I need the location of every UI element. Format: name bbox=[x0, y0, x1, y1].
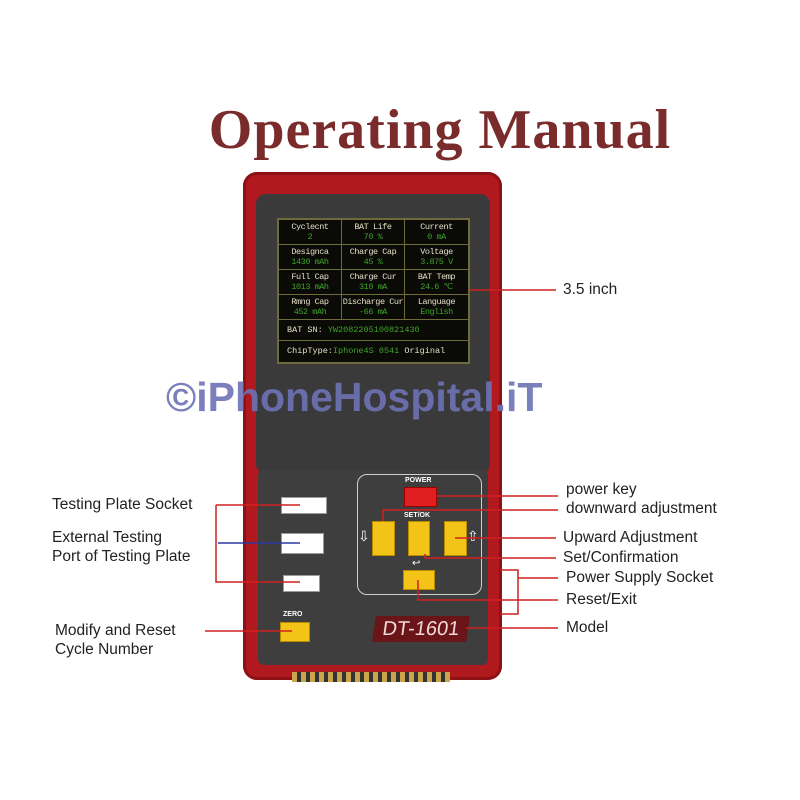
cell-value: 2 bbox=[307, 232, 313, 242]
power-button[interactable] bbox=[404, 487, 437, 507]
chip-label: ChipType: bbox=[287, 346, 333, 356]
chip-code: 0541 bbox=[378, 346, 400, 356]
callout-set: Set/Confirmation bbox=[563, 549, 679, 566]
cell-label: Designca bbox=[291, 247, 329, 257]
cell-label: Discharge Cur bbox=[342, 297, 404, 307]
chip-status: Original bbox=[404, 346, 446, 356]
callout-reset: Reset/Exit bbox=[566, 591, 637, 608]
screen-cell: Discharge Cur-66 mA bbox=[341, 295, 405, 320]
cell-label: Charge Cur bbox=[349, 272, 397, 282]
callout-supply: Power Supply Socket bbox=[566, 569, 714, 586]
cell-value: 452 mAh bbox=[293, 307, 327, 317]
callout-up: Upward Adjustment bbox=[563, 529, 698, 546]
cell-value: 310 mA bbox=[359, 282, 387, 292]
chip-row: ChipType:Iphone4S 0541 Original bbox=[279, 341, 468, 362]
callout-model: Model bbox=[566, 619, 609, 636]
cell-value: 3.875 V bbox=[420, 257, 453, 267]
cell-value: 70 % bbox=[363, 232, 383, 242]
cell-label: BAT Temp bbox=[417, 272, 456, 282]
sn-label: BAT SN: bbox=[287, 325, 323, 335]
callout-zero-1: Modify and Reset bbox=[55, 622, 176, 639]
callout-power-key: power key bbox=[566, 481, 637, 498]
callout-down: downward adjustment bbox=[566, 500, 717, 517]
cell-label: Full Cap bbox=[291, 272, 329, 282]
arrow-down-icon: ⇩ bbox=[358, 528, 370, 544]
page-title: Operating Manual bbox=[208, 99, 672, 161]
cell-value: -66 mA bbox=[359, 307, 387, 317]
callout-zero-2: Cycle Number bbox=[55, 641, 154, 658]
testing-plate-socket-2 bbox=[283, 575, 320, 592]
set-ok-button[interactable] bbox=[408, 521, 430, 556]
down-button[interactable] bbox=[372, 521, 395, 556]
power-label: POWER bbox=[405, 477, 432, 484]
cell-value: 1430 mAh bbox=[291, 257, 329, 267]
watermark: ©iPhoneHospital.iT bbox=[166, 374, 543, 420]
sn-row: BAT SN: YW2082205100821430 bbox=[279, 320, 468, 341]
arrow-up-icon: ⇧ bbox=[467, 528, 479, 544]
chip-value: Iphone4S bbox=[332, 346, 374, 356]
zero-label: ZERO bbox=[283, 611, 303, 618]
cell-label: Charge Cap bbox=[349, 247, 397, 257]
connector-pins bbox=[292, 672, 450, 682]
cell-label: Voltage bbox=[420, 247, 453, 257]
cell-label: Language bbox=[417, 297, 456, 307]
reset-exit-button[interactable] bbox=[403, 570, 435, 590]
callout-plate-socket: Testing Plate Socket bbox=[52, 496, 193, 513]
callout-external-2: Port of Testing Plate bbox=[52, 548, 191, 565]
cell-label: Cyclecnt bbox=[291, 222, 329, 232]
cell-label: BAT Life bbox=[354, 222, 392, 232]
cell-value: 1013 mAh bbox=[291, 282, 329, 292]
cell-value: 45 % bbox=[363, 257, 383, 267]
callout-screen-size: 3.5 inch bbox=[563, 281, 618, 298]
zero-button[interactable] bbox=[280, 622, 310, 642]
cell-label: Current bbox=[420, 222, 453, 232]
cell-value: 0 mA bbox=[427, 232, 446, 242]
cell-value: 24.6 ℃ bbox=[420, 282, 453, 292]
return-icon: ↩ bbox=[412, 558, 421, 569]
keypad bbox=[357, 474, 482, 595]
cell-value: English bbox=[420, 307, 453, 317]
sn-value: YW2082205100821430 bbox=[327, 325, 420, 335]
callout-external-1: External Testing bbox=[52, 529, 162, 546]
cell-label: Rmng Cap bbox=[291, 297, 329, 307]
setok-label: SET/OK bbox=[404, 512, 431, 519]
